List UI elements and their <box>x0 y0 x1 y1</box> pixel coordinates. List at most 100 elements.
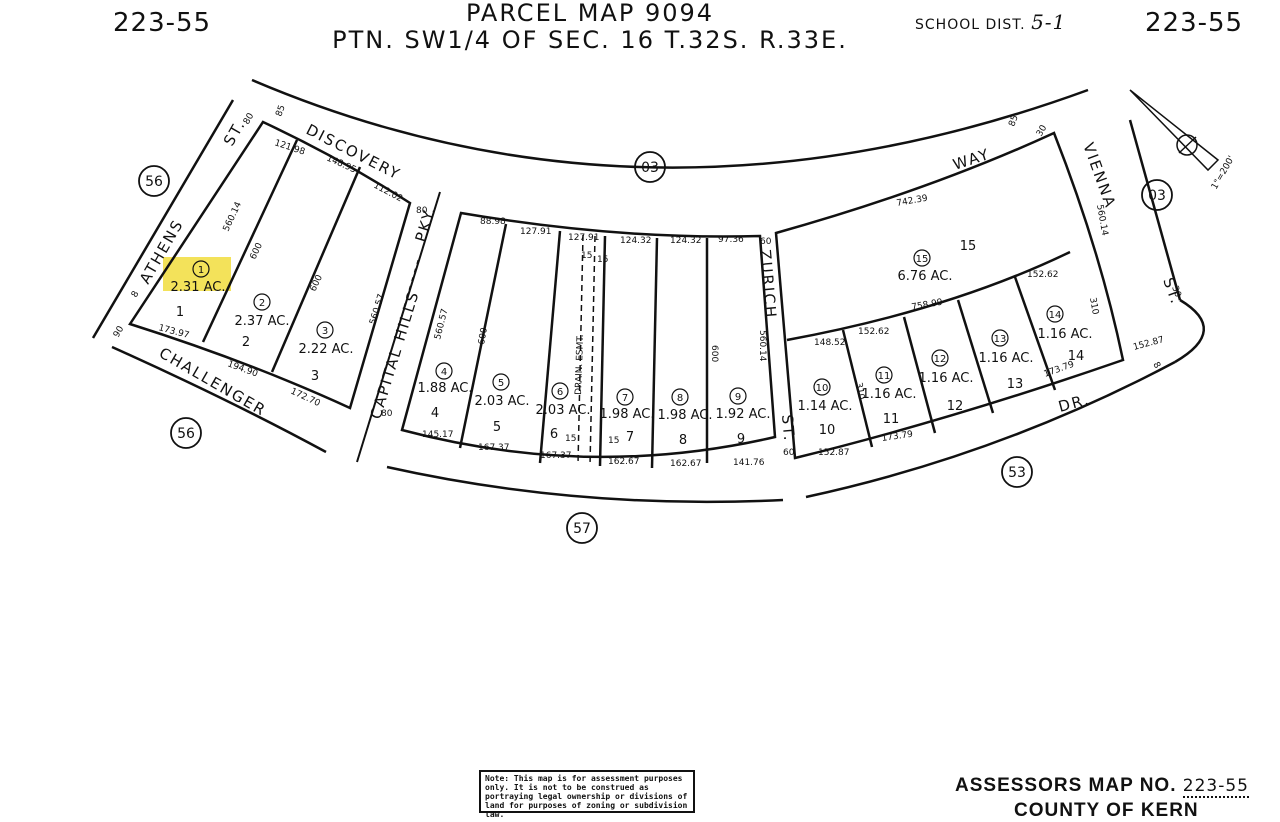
dim-lot-line-4-5: 600 <box>477 327 490 346</box>
dim-athens-frontage: 560.14 <box>222 200 244 233</box>
parcel-number-9: 9 <box>735 392 741 403</box>
title-line-2: PTN. SW1/4 OF SEC. 16 T.32S. R.33E. <box>332 26 848 54</box>
dim-lot15-south: 758.99 <box>911 298 944 313</box>
adjacent-page-circle-03-a <box>634 151 666 183</box>
adjacent-page-56-a: 56 <box>145 174 163 190</box>
drain-easement-line-b <box>589 235 596 466</box>
dim-8-west: 8 <box>130 289 142 299</box>
dim-8-east: 8 <box>1150 361 1162 371</box>
adjacent-page-56-b: 56 <box>177 426 195 442</box>
parcel-circle-9 <box>729 387 747 405</box>
parcel-circle-13 <box>991 329 1009 347</box>
dim-60-north: 60 <box>760 237 772 247</box>
adjacent-page-53: 53 <box>1008 465 1026 481</box>
parcel-acres-10: 1.14 AC. <box>798 399 853 414</box>
lot-number-14: 14 <box>1068 349 1085 364</box>
dim-lot-line-2-3: 600 <box>309 273 325 293</box>
lot-number-1: 1 <box>176 305 184 320</box>
dim-lot10-north: 148.52 <box>814 338 846 348</box>
parcel-circle-8 <box>671 388 689 406</box>
parcel-circle-10 <box>813 378 831 396</box>
dim-lot11-south: 173.79 <box>881 430 914 444</box>
parcel-circle-11 <box>875 366 893 384</box>
south-street-edge-a <box>386 465 784 504</box>
dim-lot-line-1-2: 600 <box>249 241 265 261</box>
dim-lot8-north: 124.32 <box>670 236 702 246</box>
lot-line-13-14 <box>1013 276 1057 391</box>
dim-lot9-north: 97.36 <box>718 235 744 245</box>
lot-line-5-6 <box>538 230 562 464</box>
lot-line-10-11 <box>841 329 874 448</box>
challenger-south-edge <box>111 345 327 454</box>
dim-lot-line-10-11: 310 <box>853 382 866 401</box>
dim-lot3-north: 112.02 <box>372 181 405 205</box>
street-way: WAY <box>951 145 993 174</box>
drainage-easement-label: DRAIN. ESMT. <box>574 334 586 395</box>
street-zurich-st: ST. <box>778 414 798 443</box>
lot-number-12: 12 <box>947 399 964 414</box>
dim-lot3-south: 172.70 <box>289 387 322 409</box>
dim-easement-15a: 15 <box>581 251 592 261</box>
assessor-map-label: ASSESSORS MAP NO. <box>955 775 1177 796</box>
lot-line-4-5 <box>458 223 508 449</box>
street-challenger: CHALLENGER <box>156 344 270 420</box>
parcel-number-11: 11 <box>878 371 891 382</box>
lot-line-1-2 <box>201 139 299 343</box>
parcel-acres-13: 1.16 AC. <box>979 351 1034 366</box>
parcel-acres-11: 1.16 AC. <box>862 387 917 402</box>
dim-60-south: 60 <box>783 448 795 458</box>
dim-lot4-south: 145.17 <box>422 430 454 440</box>
capital-hills-east-edge <box>356 191 441 463</box>
dim-lot-line-8-9: 600 <box>709 345 719 362</box>
parcel-number-2: 2 <box>259 298 265 309</box>
parcel-acres-12: 1.16 AC. <box>919 371 974 386</box>
lot-line-7-8 <box>650 237 659 469</box>
parcel-acres-9: 1.92 AC. <box>716 407 771 422</box>
parcel-circle-6 <box>551 382 569 400</box>
north-arrow-slash <box>1178 136 1197 154</box>
dim-easement-15d: 15 <box>608 436 619 446</box>
parcel-acres-14: 1.16 AC. <box>1038 327 1093 342</box>
parcel-acres-2: 2.37 AC. <box>235 314 290 329</box>
lot-number-2: 2 <box>242 335 250 350</box>
dim-lot6-south: 167.37 <box>540 451 572 461</box>
dim-lot15-north: 742.39 <box>896 194 929 209</box>
vienna-cul-de-sac <box>1174 298 1206 364</box>
lot-number-8: 8 <box>679 433 687 448</box>
parcel-number-12: 12 <box>934 354 947 365</box>
parcel-number-8: 8 <box>677 393 683 404</box>
dim-85: 85 <box>274 104 287 118</box>
street-zurich: ZURICH <box>756 249 780 320</box>
adjacent-page-circle-53 <box>1001 456 1033 488</box>
lot-line-15-south <box>786 250 1071 342</box>
dim-30-b: 30 <box>1169 285 1182 299</box>
adjacent-page-57: 57 <box>573 521 591 537</box>
dim-85-east: 85 <box>1007 114 1020 128</box>
parcel-number-13: 13 <box>994 334 1007 345</box>
drain-easement-line-a <box>577 234 584 465</box>
lot-number-13: 13 <box>1007 377 1024 392</box>
parcel-acres-3: 2.22 AC. <box>299 342 354 357</box>
parcel-circle-5 <box>492 373 510 391</box>
parcel-circle-15 <box>913 249 931 267</box>
adjacent-page-circle-56-a <box>138 165 170 197</box>
parcel-acres-6: 2.03 AC. <box>536 403 591 418</box>
lot-line-6-7 <box>598 235 607 467</box>
lot-number-4: 4 <box>431 406 439 421</box>
lot-number-3: 3 <box>311 369 319 384</box>
parcel-circle-12 <box>931 349 949 367</box>
dim-lot6-north: 127.91 <box>568 233 600 243</box>
street-dr: DR. <box>1056 390 1092 416</box>
dim-80-pky-north: 80 <box>416 206 428 216</box>
athens-west-edge <box>91 99 235 339</box>
adjacent-page-circle-03-b <box>1141 179 1173 211</box>
dim-lot5-north: 127.91 <box>520 227 552 237</box>
lot-number-15: 15 <box>960 239 977 254</box>
county-name: COUNTY OF KERN <box>1014 800 1199 821</box>
lot-line-2-3 <box>270 166 362 373</box>
school-district-value: 5-1 <box>1031 10 1067 34</box>
lot-number-9: 9 <box>737 432 745 447</box>
title-line-1: PARCEL MAP 9094 <box>465 0 715 27</box>
school-district: SCHOOL DIST. 5-1 <box>915 10 1066 34</box>
